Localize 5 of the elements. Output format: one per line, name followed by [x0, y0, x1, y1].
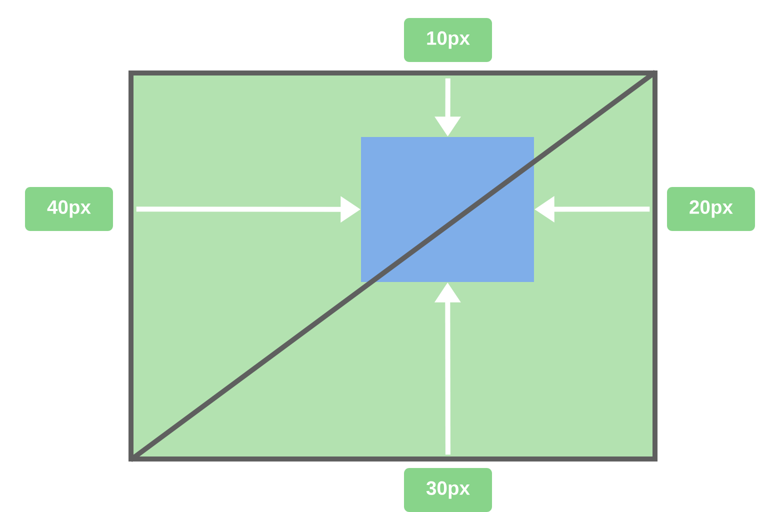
- size-badge: 20px: [667, 187, 755, 231]
- size-badge: 30px: [404, 468, 492, 512]
- size-badge: 40px: [25, 187, 113, 231]
- content-box: [361, 137, 534, 282]
- size-badge: 10px: [404, 18, 492, 62]
